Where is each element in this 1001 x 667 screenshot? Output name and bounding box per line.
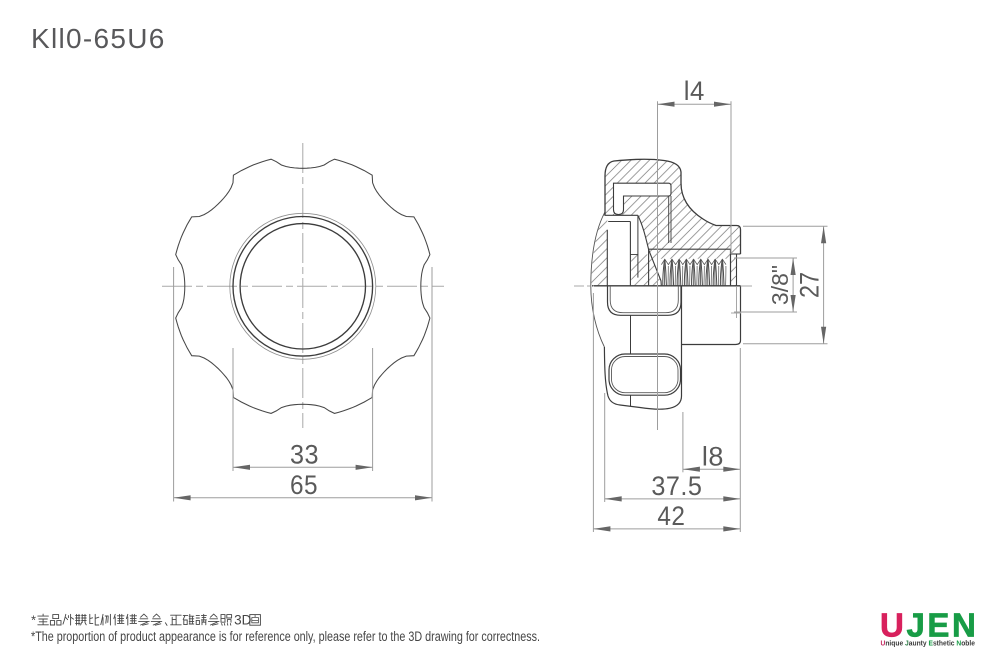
svg-text:Unique Jaunty Esthetic Noble: Unique Jaunty Esthetic Noble <box>881 638 976 647</box>
svg-text:42: 42 <box>657 501 685 531</box>
svg-text:27: 27 <box>795 272 825 298</box>
svg-text:*The proportion of product app: *The proportion of product appearance is… <box>31 629 540 644</box>
svg-text:37.5: 37.5 <box>651 471 702 501</box>
svg-text:UJEN: UJEN <box>880 607 978 644</box>
svg-text:*: * <box>31 613 36 628</box>
svg-text:Kll0-65U6: Kll0-65U6 <box>31 23 166 54</box>
svg-text:3/8": 3/8" <box>767 265 793 305</box>
svg-text:65: 65 <box>290 470 318 500</box>
svg-text:33: 33 <box>290 440 319 470</box>
svg-text:l4: l4 <box>684 76 705 106</box>
svg-text:l8: l8 <box>702 442 724 472</box>
svg-text:3D: 3D <box>234 613 252 628</box>
